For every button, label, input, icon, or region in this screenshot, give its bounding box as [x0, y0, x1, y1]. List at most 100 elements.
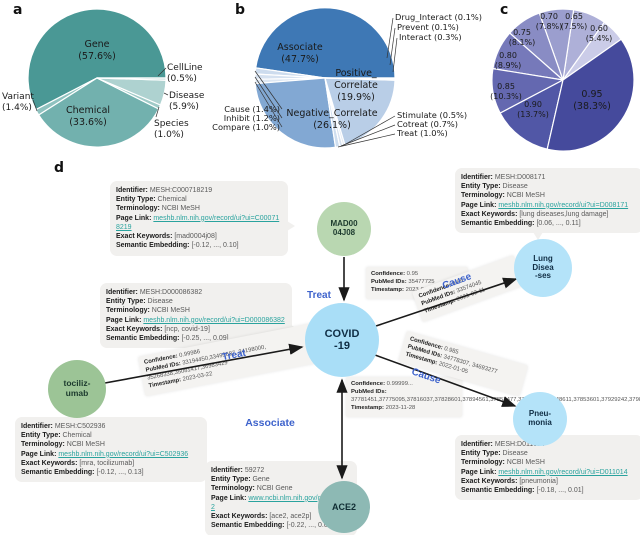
node-label: Disea	[532, 262, 554, 272]
edge-attr-pubmed-ids: PubMed IDs: 37781451,37775095,37816037,3…	[351, 389, 640, 405]
field-label: Semantic Embedding:	[116, 242, 192, 250]
pie-slice-Gene	[27, 8, 167, 111]
info-row-terminology: Terminology: NCBI Gene	[211, 484, 351, 493]
info-row-exact-keywords: Exact Keywords: [lung diseases,lung dama…	[461, 210, 637, 219]
info-row-entity-type: Entity Type: Disease	[106, 297, 286, 306]
page-link[interactable]: www.ncbi.nlm.nih.gov/gene/59272	[211, 494, 351, 511]
info-row-page-link: Page Link: meshb.nlm.nih.gov/record/ui?u…	[106, 316, 286, 325]
pie-leader-Treat	[337, 133, 396, 148]
field-value: Disease	[147, 298, 173, 306]
pie-chart-a: Gene(57.6%)Variant(1.4%)Chemical(33.6%)S…	[2, 8, 205, 148]
field-value: MESH:C000718219	[149, 187, 213, 194]
info-row-terminology: Terminology: NCBI MeSH	[21, 440, 201, 449]
field-value: NCBI Gene	[256, 485, 293, 493]
field-label: Entity Type:	[461, 450, 503, 458]
pie-label-0.65: (7.5%)	[561, 22, 588, 31]
field-value: [mad0004j08]	[174, 233, 217, 241]
info-row-terminology: Terminology: NCBI MeSH	[116, 204, 282, 213]
pie-label-CellLine: CellLine	[167, 63, 203, 73]
pie-leader-Species	[155, 106, 160, 118]
field-label: Page Link:	[106, 316, 144, 324]
field-value: [-0.22, ..., 0.09]	[286, 522, 334, 530]
pie-label-0.60: 0.60	[590, 24, 608, 33]
info-row-identifier: Identifier: MESH:D000086382	[106, 288, 286, 297]
info-row-identifier: Identifier: MESH:C502936	[21, 422, 201, 431]
pie-label-0.85: (10.3%)	[490, 92, 522, 101]
field-label: Confidence:	[351, 381, 387, 387]
field-label: Exact Keywords:	[106, 325, 165, 333]
field-label: Identifier:	[461, 441, 495, 448]
node-label: Pneu-	[528, 409, 552, 419]
field-value: Chemical	[157, 196, 187, 204]
field-label: Entity Type:	[461, 183, 503, 191]
field-label: Exact Keywords:	[461, 477, 520, 485]
field-value: NCBI MeSH	[506, 192, 545, 200]
pie-leader-CellLine	[157, 67, 167, 77]
field-value: [pneumonia]	[519, 477, 558, 485]
field-value: [ncp, covid-19]	[164, 325, 210, 333]
field-value: [-0.12, ..., 0.10]	[191, 242, 239, 250]
pie-label-0.95: 0.95	[581, 89, 602, 100]
field-value: NCBI MeSH	[161, 205, 200, 213]
pie-label-Variant: Variant	[2, 92, 34, 102]
pie-label-Inhibit: Inhibit (1.2%)	[224, 113, 280, 123]
pie-label-0.75: 0.75	[513, 28, 531, 37]
panel-letter-b: b	[235, 2, 246, 18]
field-label: Semantic Embedding:	[21, 469, 97, 477]
pie-label-Disease: Disease	[169, 91, 205, 101]
info-row-identifier: Identifier: 59272	[211, 466, 351, 475]
node-label: 04J08	[332, 228, 356, 237]
pie-label-0.80: 0.80	[499, 51, 517, 60]
field-value: MESH:D000086382	[139, 289, 203, 296]
field-value: [lung diseases,lung damage]	[519, 210, 609, 218]
page-link[interactable]: meshb.nlm.nih.gov/record/ui?ui=C502936	[58, 450, 189, 458]
field-label: Terminology:	[21, 441, 67, 449]
info-row-entity-type: Entity Type: Chemical	[116, 195, 282, 204]
info-row-semantic-embedding: Semantic Embedding: [-0.25, ..., 0.09]	[106, 334, 286, 343]
field-label: Identifier:	[21, 423, 55, 430]
pie-leader-Drug_Interact	[386, 17, 394, 59]
field-value: [mra, tocilizumab]	[79, 459, 135, 467]
info-row-page-link: Page Link: meshb.nlm.nih.gov/record/ui?u…	[116, 214, 282, 232]
field-value: 2023-11-28	[385, 404, 416, 411]
info-row-exact-keywords: Exact Keywords: [ace2, ace2p]	[211, 512, 351, 521]
pie-slice-Chemical	[37, 77, 160, 148]
field-label: Entity Type:	[106, 298, 148, 306]
info-row-semantic-embedding: Semantic Embedding: [-0.18, ..., 0.01]	[461, 486, 637, 495]
pie-label-Gene: Gene	[84, 39, 109, 50]
field-label: Page Link:	[211, 494, 249, 502]
page-link[interactable]: meshb.nlm.nih.gov/record/ui?ui=C00071821…	[116, 214, 280, 231]
pie-label-Positive_Correlate: Positive_	[335, 68, 377, 79]
pie-slice-Positive_Correlate	[324, 77, 396, 146]
panel-letter-c: c	[500, 2, 509, 18]
pie-label-0.90: (13.7%)	[517, 110, 549, 119]
field-label: Semantic Embedding:	[211, 522, 287, 530]
page-link[interactable]: meshb.nlm.nih.gov/record/ui?ui=D011014	[498, 468, 628, 476]
graph-node-pneu[interactable]: Pneu-monia	[513, 392, 567, 446]
field-value: NCBI MeSH	[66, 441, 105, 449]
field-value: [0.06, ..., 0.11]	[536, 220, 581, 228]
pie-leader-Prevent	[389, 27, 396, 66]
field-label: Page Link:	[461, 201, 499, 209]
speech-bubble-tail	[287, 221, 295, 231]
page-link[interactable]: meshb.nlm.nih.gov/record/ui?ui=D008171	[498, 201, 629, 209]
pie-leader-Cause	[254, 70, 283, 110]
edge-label-associate: Associate	[245, 417, 295, 429]
field-label: Identifier:	[211, 467, 245, 474]
field-value: 37781451,37775095,37816037,37828601,3789…	[351, 396, 640, 403]
pie-label-0.70: 0.70	[540, 12, 558, 21]
pie-label-Gene: (57.6%)	[78, 51, 116, 62]
panel-letter-d: d	[54, 160, 65, 176]
info-row-entity-type: Entity Type: Disease	[461, 182, 637, 191]
pie-leader-Disease	[163, 92, 169, 96]
node-label: MAD00	[330, 219, 358, 229]
pie-label-Interact: Interact (0.3%)	[399, 32, 462, 42]
info-row-identifier: Identifier: MESH:D008171	[461, 173, 637, 182]
page-link[interactable]: meshb.nlm.nih.gov/record/ui?ui=D00008638…	[143, 316, 285, 324]
graph-node-covid[interactable]: COVID-19	[305, 303, 379, 377]
field-value: [-0.25, ..., 0.09]	[181, 335, 229, 343]
graph-node-toci[interactable]: tociliz-umab	[48, 360, 106, 418]
graph-node-ace2[interactable]: ACE2	[318, 481, 370, 533]
